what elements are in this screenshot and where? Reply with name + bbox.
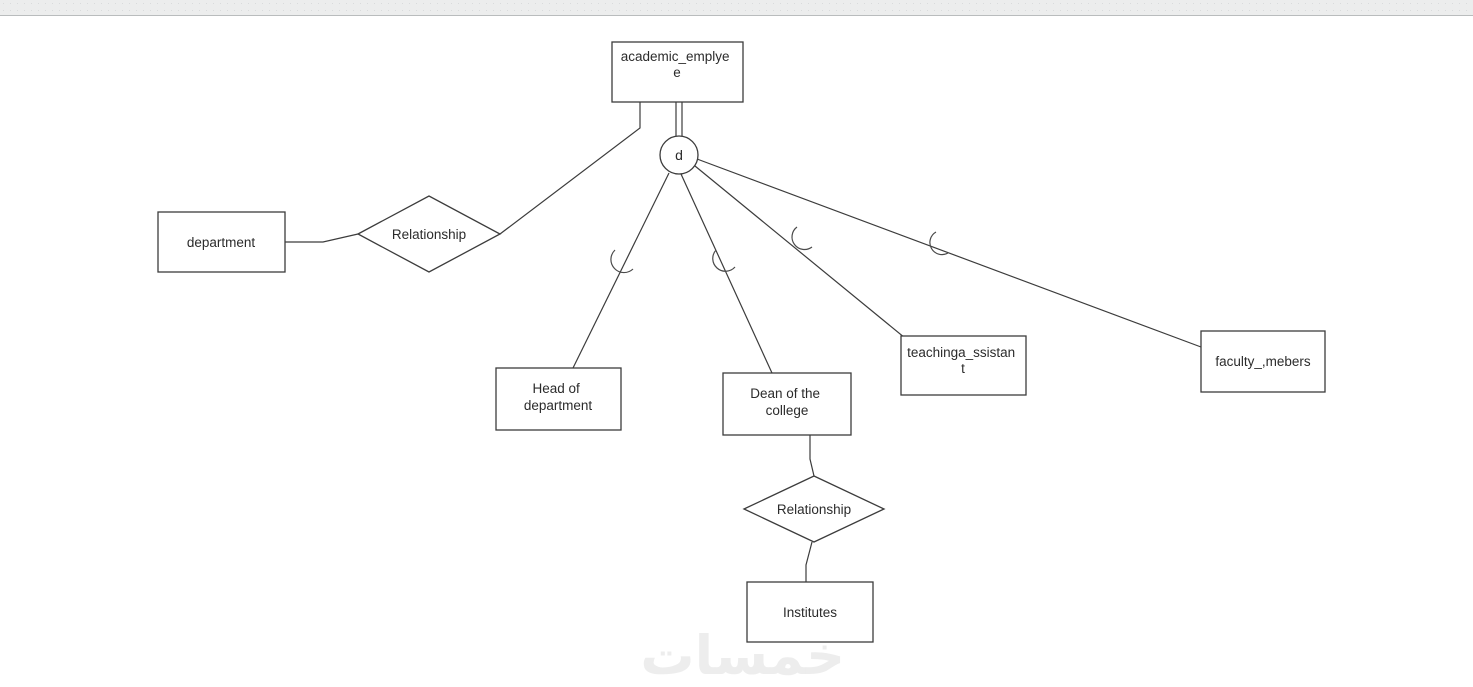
relationship-department-label: Relationship — [392, 227, 466, 242]
entity-institutes-box[interactable] — [746, 581, 874, 643]
entity-faculty-mebers[interactable]: faculty_,mebers — [1200, 330, 1326, 393]
er-diagram-canvas[interactable]: academic_emplye e department Head of dep… — [0, 17, 1473, 683]
entity-faculty-mebers-box[interactable] — [1200, 330, 1326, 393]
entity-department[interactable]: department — [157, 211, 286, 273]
entity-head-of-department-box[interactable] — [495, 367, 622, 431]
entity-teachinga-ssistant[interactable]: teachinga_ssistan t — [900, 335, 1027, 396]
entity-faculty-mebers-label: faculty_,mebers — [1215, 354, 1311, 369]
conn-academic-relationship — [499, 102, 641, 235]
entity-head-of-department[interactable]: Head of department — [495, 367, 622, 431]
entity-head-of-department-label: Head of department — [524, 381, 593, 413]
relationship-institutes-diamond[interactable] — [742, 475, 886, 543]
entity-institutes-label: Institutes — [783, 605, 837, 620]
entity-teachinga-ssistant-box[interactable] — [900, 335, 1027, 396]
relationship-department-diamond[interactable] — [356, 195, 502, 273]
disjoint-circle-shape[interactable] — [659, 135, 699, 175]
disjoint-circle-label: d — [675, 147, 683, 163]
relationship-layer[interactable]: Relationship Relationship — [356, 195, 886, 543]
relationship-institutes-label: Relationship — [777, 502, 851, 517]
er-diagram-svg: academic_emplye e department Head of dep… — [157, 41, 1326, 643]
connector-layer — [285, 102, 1202, 582]
conn-circle-ta — [694, 165, 917, 348]
conn-circle-head — [572, 172, 670, 369]
conn-circle-dean — [680, 173, 773, 374]
entity-dean-of-the-college-box[interactable] — [722, 372, 852, 436]
entity-department-label: department — [187, 235, 256, 250]
conn-department-relationship — [285, 233, 359, 243]
relationship-department[interactable]: Relationship — [356, 195, 502, 273]
disjoint-specialization-circle[interactable]: d — [659, 135, 699, 175]
toolbar-strip — [0, 0, 1473, 16]
entity-institutes[interactable]: Institutes — [746, 581, 874, 643]
entity-teachinga-ssistant-label: teachinga_ssistan t — [907, 345, 1019, 376]
conn-dean-relationship2 — [809, 435, 815, 477]
entity-dean-of-the-college[interactable]: Dean of the college — [722, 372, 852, 436]
entity-academic-emplyee[interactable]: academic_emplye e — [611, 41, 744, 103]
subset-arc-layer — [610, 226, 949, 274]
subset-arc-ta-icon — [791, 226, 813, 251]
entity-academic-emplyee-label: academic_emplye e — [621, 49, 734, 80]
entity-department-box[interactable] — [157, 211, 286, 273]
subset-arc-head-icon — [610, 249, 634, 274]
conn-relationship2-institutes — [805, 541, 813, 582]
entity-academic-emplyee-box[interactable] — [611, 41, 744, 103]
entity-layer[interactable]: academic_emplye e department Head of dep… — [157, 41, 1326, 643]
conn-circle-faculty — [696, 158, 1202, 348]
relationship-institutes[interactable]: Relationship — [742, 475, 886, 543]
subset-arc-faculty-icon — [929, 231, 949, 256]
subset-arc-dean-icon — [712, 249, 736, 272]
entity-dean-of-the-college-label: Dean of the college — [750, 386, 824, 418]
